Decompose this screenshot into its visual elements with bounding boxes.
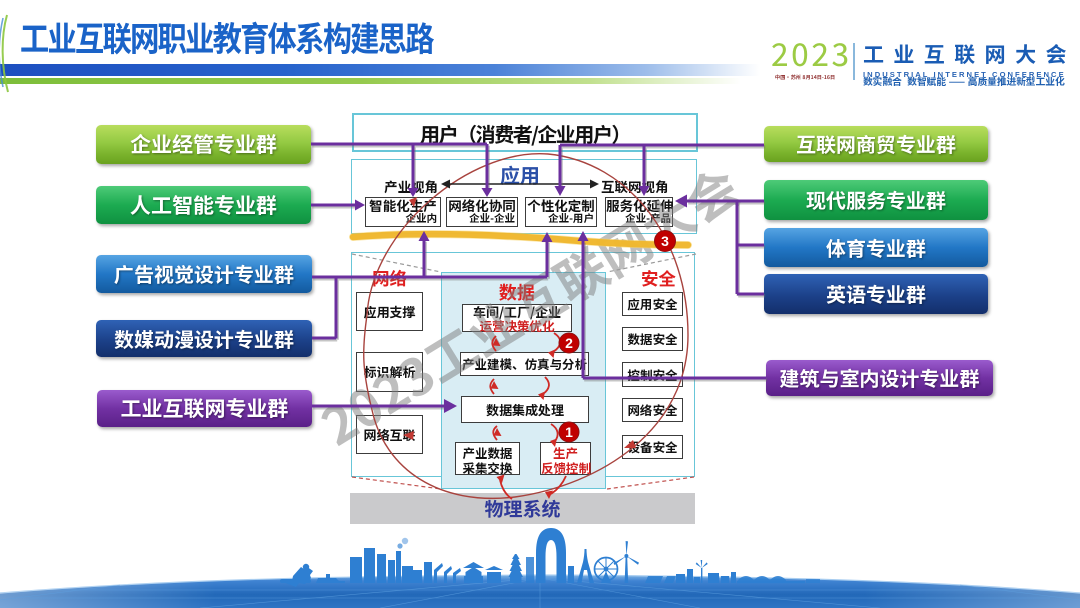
svg-text:1: 1 bbox=[565, 424, 573, 440]
svg-text:2: 2 bbox=[565, 335, 573, 351]
svg-text:3: 3 bbox=[661, 233, 669, 249]
